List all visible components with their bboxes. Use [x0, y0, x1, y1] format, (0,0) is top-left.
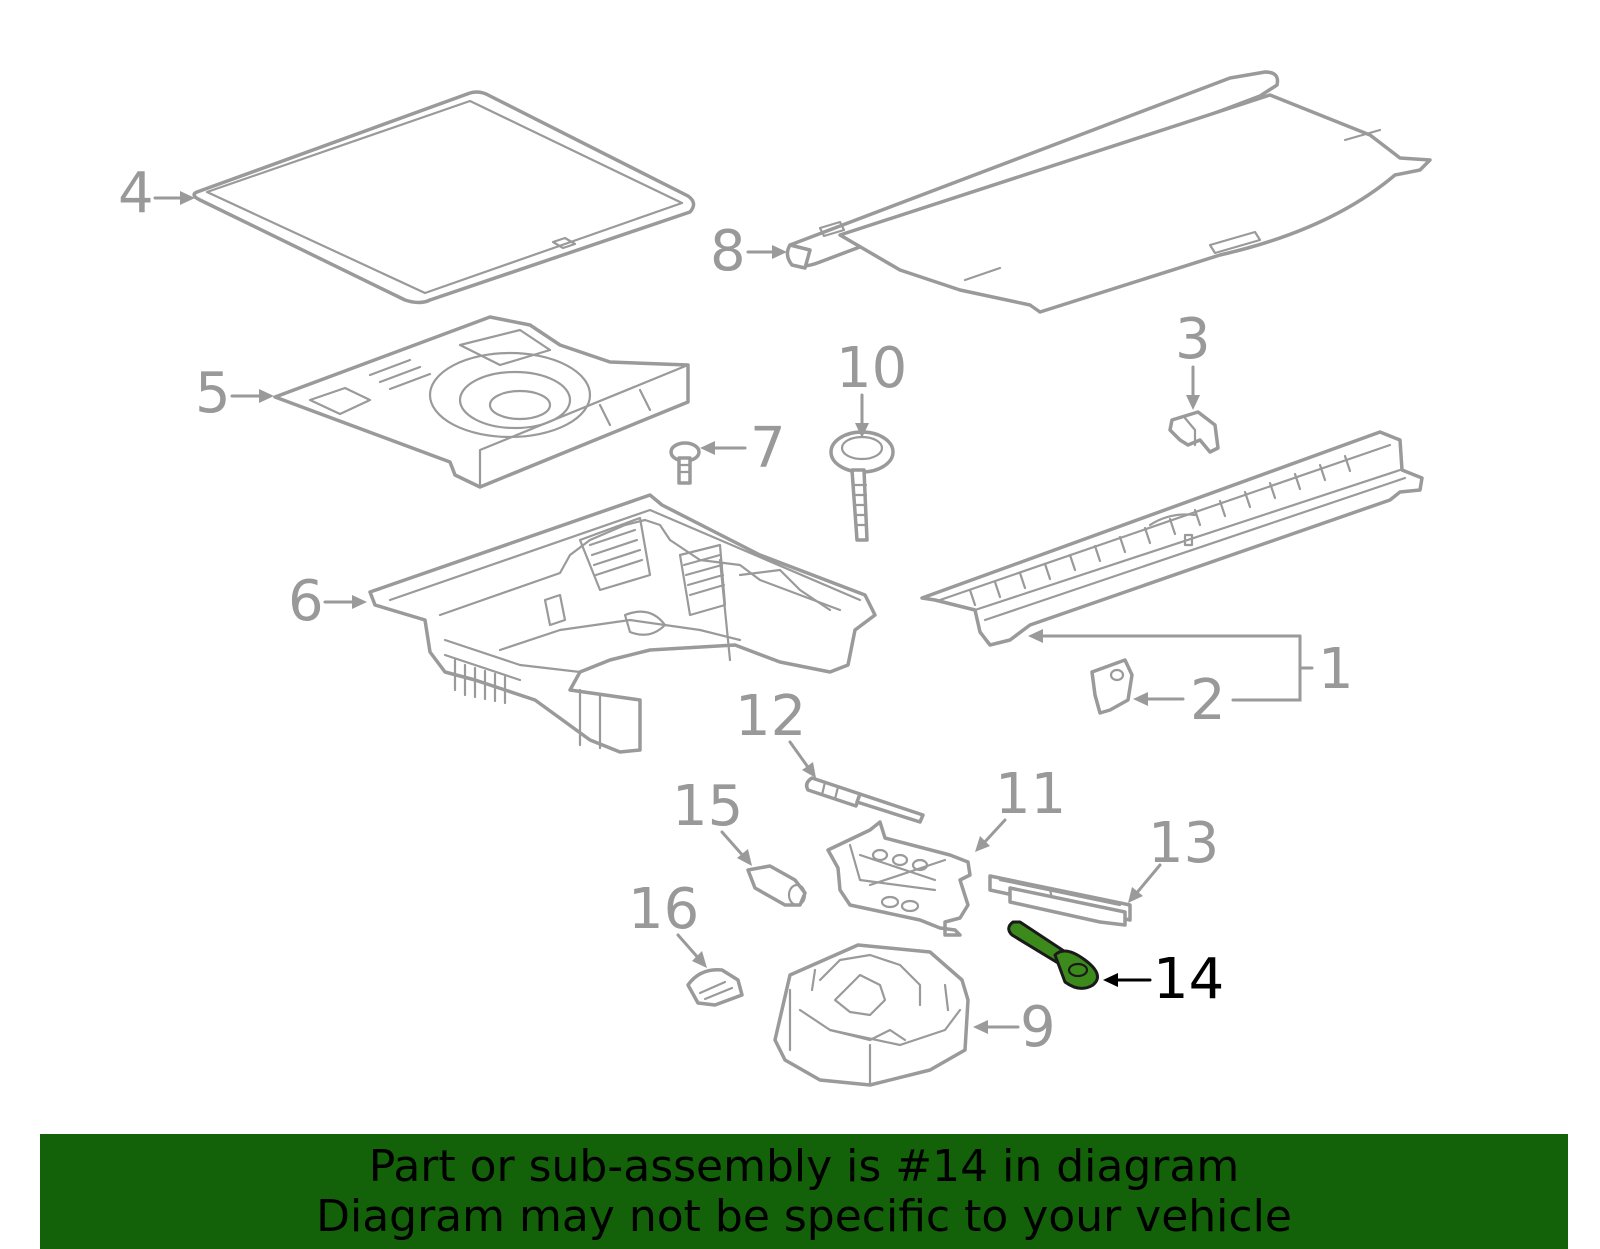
part-15-knob[interactable]	[746, 864, 807, 907]
footer-line-1: Part or sub-assembly is #14 in diagram	[368, 1141, 1240, 1192]
callout-11: 11	[995, 762, 1066, 827]
callout-6: 6	[288, 569, 324, 634]
leader-lines	[153, 191, 1314, 1034]
part-9-foam-insert[interactable]	[773, 943, 970, 1087]
callout-2: 2	[1190, 668, 1226, 733]
callout-15: 15	[672, 774, 743, 839]
part-2-bracket[interactable]	[1090, 658, 1134, 715]
part-11-jack[interactable]	[826, 820, 972, 937]
callout-5: 5	[195, 361, 231, 426]
part-14-tow-eye[interactable]	[1007, 920, 1099, 990]
callout-1: 1	[1318, 637, 1354, 702]
part-3-clip[interactable]	[1168, 410, 1220, 454]
part-4-load-floor[interactable]	[192, 90, 696, 305]
footer-line-2: Diagram may not be specific to your vehi…	[316, 1191, 1292, 1242]
part-6-storage-box[interactable]	[368, 493, 877, 754]
part-5-storage-tray[interactable]	[273, 315, 690, 489]
callout-4: 4	[118, 161, 154, 226]
part-8-cargo-cover[interactable]	[785, 70, 1432, 314]
part-16-cap[interactable]	[686, 968, 744, 1007]
callout-13: 13	[1148, 811, 1219, 876]
part-7-bolt[interactable]	[669, 441, 701, 485]
part-13-jack-handle[interactable]	[988, 874, 1132, 927]
part-12-screwdriver[interactable]	[804, 776, 925, 824]
footer-banner: Part or sub-assembly is #14 in diagram D…	[40, 1134, 1568, 1249]
part-10-wing-bolt[interactable]	[829, 430, 895, 542]
callout-7: 7	[750, 416, 786, 481]
callout-8: 8	[710, 219, 746, 284]
callout-3: 3	[1175, 307, 1211, 372]
part-1-sill-plate[interactable]	[920, 430, 1424, 647]
callout-14: 14	[1153, 947, 1224, 1012]
callout-9: 9	[1020, 995, 1056, 1060]
callout-16: 16	[628, 877, 699, 942]
callout-12: 12	[735, 684, 806, 749]
callout-labels: 1 2 3 4 5 6 7 8 9 10 11 12 13 14 15 16	[118, 161, 1354, 1060]
callout-10: 10	[836, 336, 907, 401]
